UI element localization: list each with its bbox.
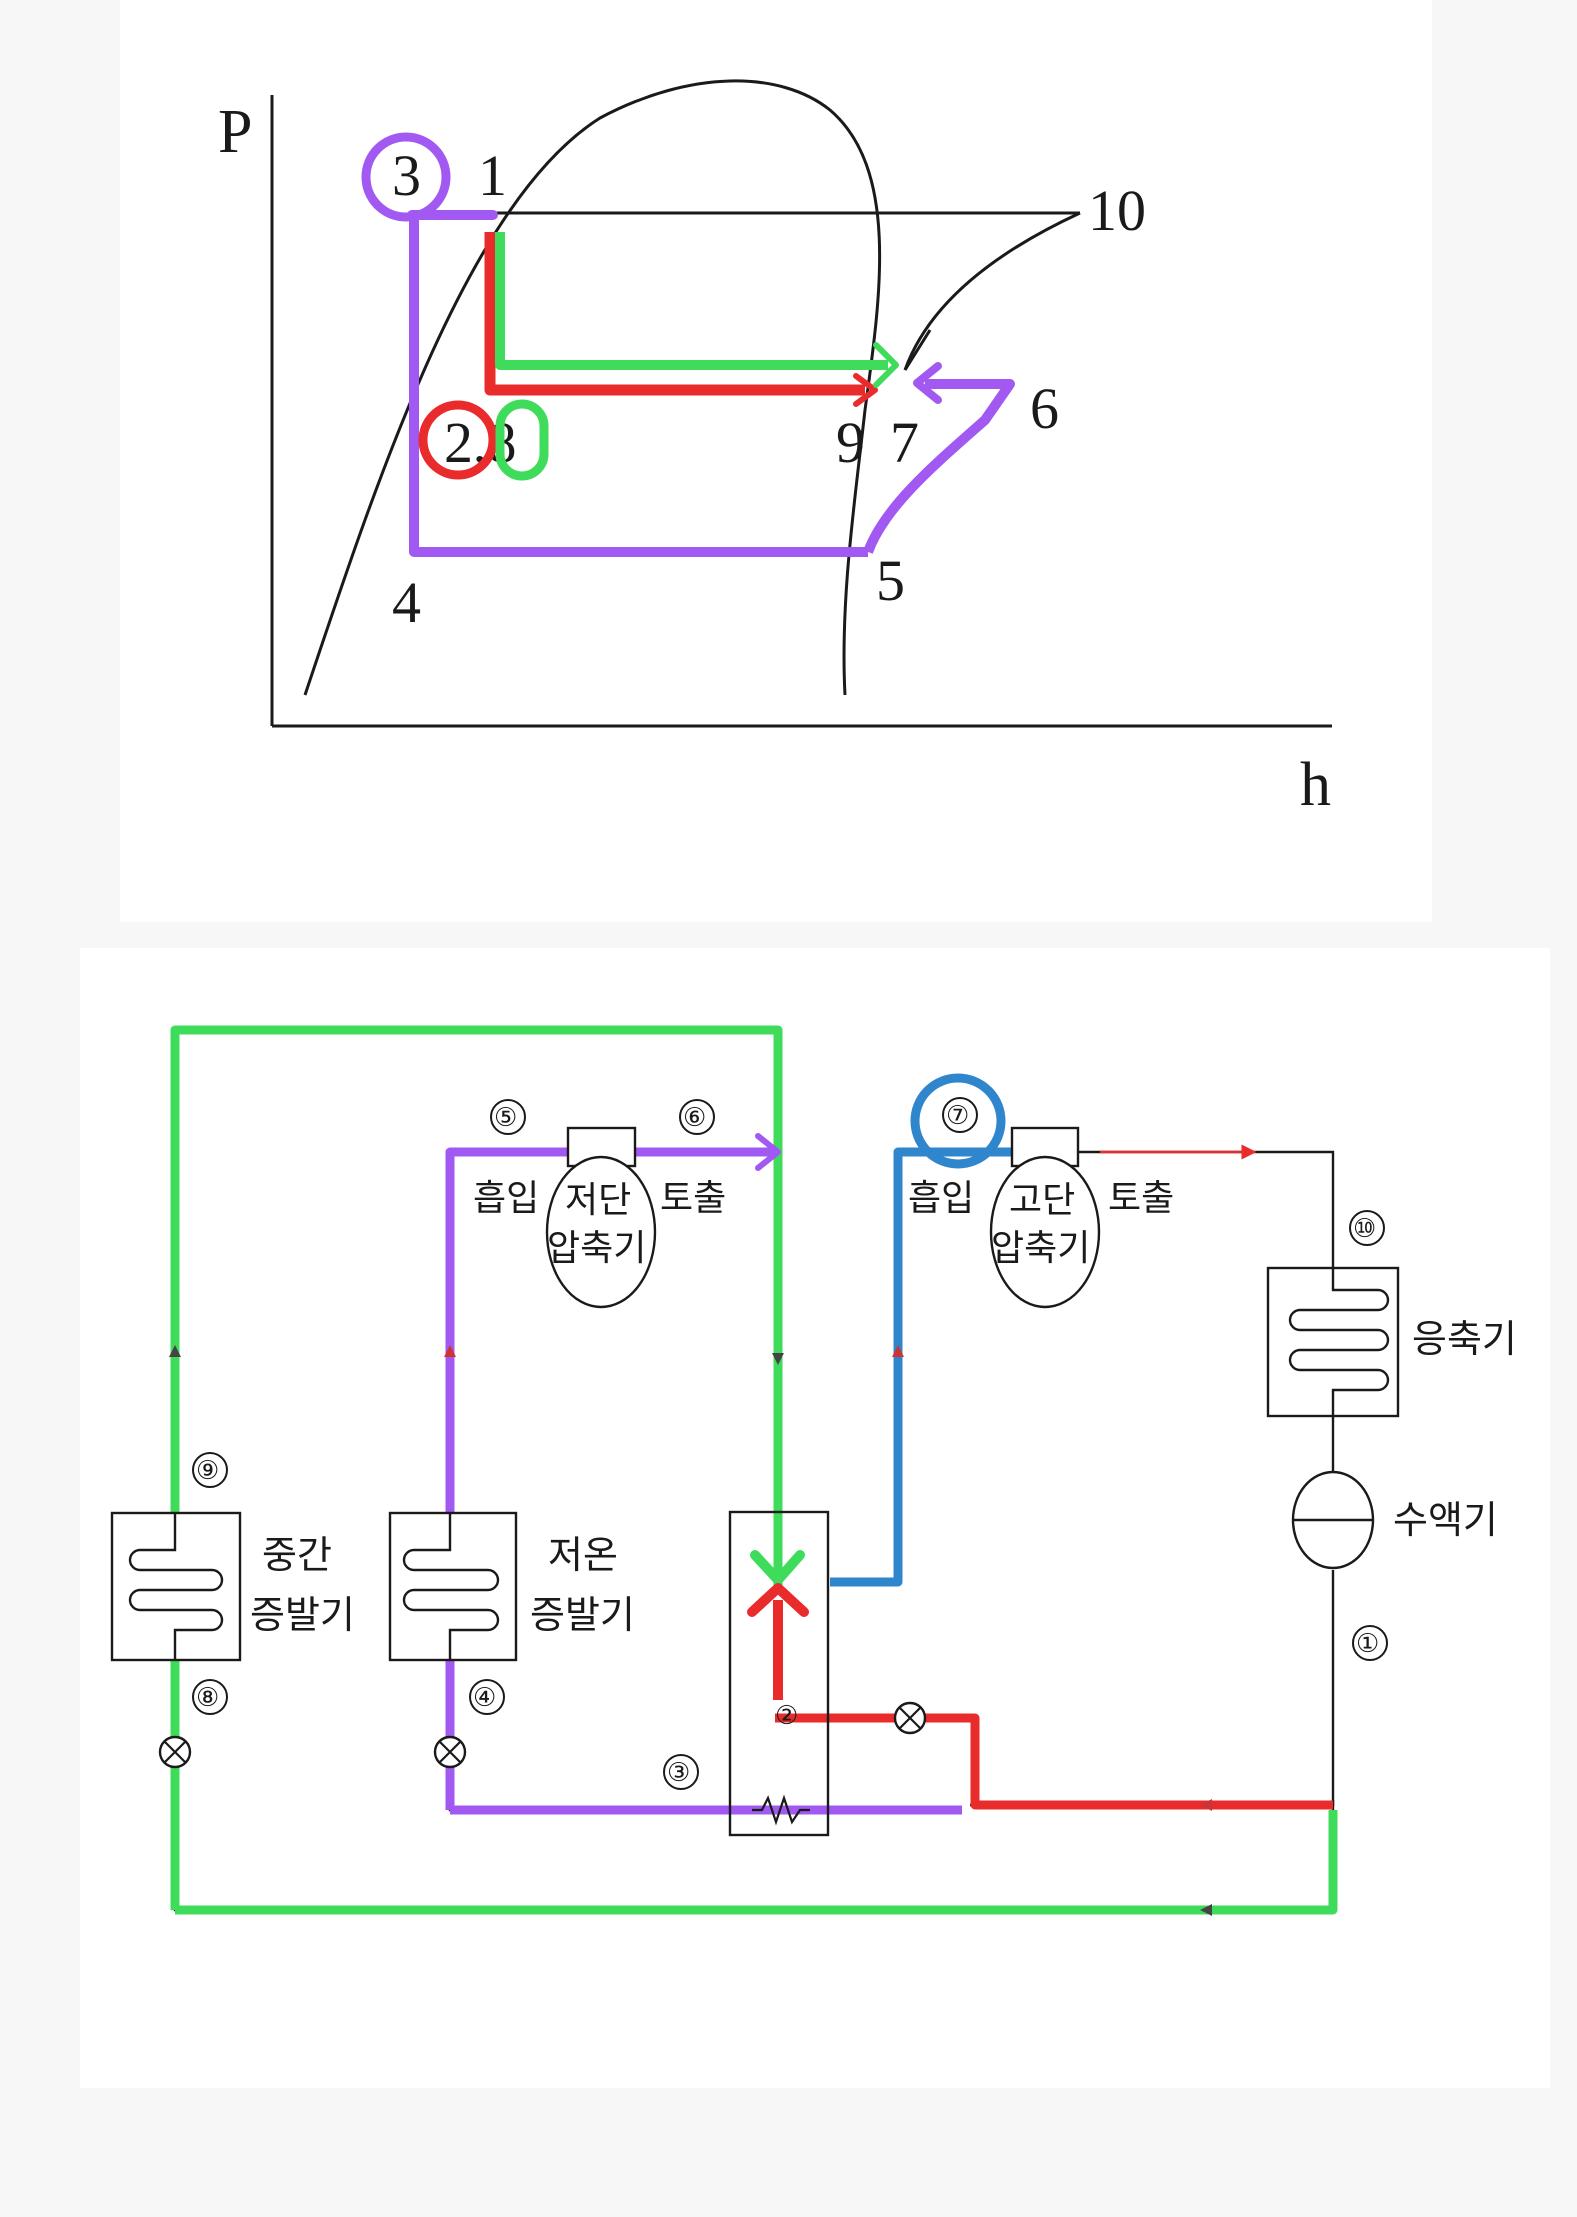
red-flow-path [775,1713,1333,1810]
receiver-label: 수액기 [1393,1498,1498,1542]
condenser: 응축기 [1266,1266,1517,1418]
green-return-path [175,1810,1338,1915]
state-3-ring [663,1754,699,1790]
flow-arrow-mid-up [169,1345,181,1357]
expansion-valve-intercooler [893,1701,927,1735]
purple-path-3-4-5 [409,215,868,557]
high-compressor-suction-label: 흡입 [908,1178,974,1219]
state-7-label: ⑦ [946,1101,969,1131]
state-9-ring [192,1452,228,1488]
state-6-label: ⑥ [683,1103,706,1133]
low-compressor-suction-label: 흡입 [473,1178,539,1219]
flow-arrow-bottom-left [1200,1904,1212,1916]
valve-low-x [438,1740,462,1764]
state-5-label: ⑤ [494,1103,517,1133]
flow-arrow-liquid-left [1200,1799,1212,1811]
state-3-label: ③ [667,1758,690,1788]
high-stage-compressor: 고단 압축기 흡입 토출 [908,1126,1174,1309]
low-compressor-name-top: 저단 [565,1180,631,1221]
point-8-highlight [495,399,549,481]
low-evaporator-coil [402,1513,500,1660]
green-arrowhead [873,342,899,388]
h-axis-label: h [1300,751,1331,819]
green-path-1-8-9 [495,232,888,370]
mid-evaporator-label-top: 중간 [262,1533,332,1577]
point-1-label: 1 [478,143,507,208]
high-compressor-name-bottom: 압축기 [991,1228,1090,1269]
flow-arrow-low-up [444,1345,456,1357]
flow-arrow-mid-down [772,1353,784,1365]
state-2-label: ② [775,1701,798,1731]
state-10-ring [1349,1210,1385,1246]
low-evaporator-label-top: 저온 [548,1533,618,1577]
point-3-highlight [361,132,451,222]
state-1-ring [1352,1625,1388,1661]
state-7-highlight [910,1073,1006,1169]
condenser-label: 응축기 [1412,1317,1517,1361]
point-9-label: 9 [836,410,865,475]
flow-arrow-high-up [892,1345,904,1357]
intermediate-evaporator: 중간 증발기 [110,1511,355,1662]
low-temp-evaporator: 저온 증발기 [388,1511,635,1662]
expansion-valve-mid [158,1735,192,1769]
low-compressor-name-bottom: 압축기 [547,1228,646,1269]
ph-diagram-background [120,0,1432,922]
receiver: 수액기 [1291,1470,1498,1570]
point-4-label: 4 [392,570,421,635]
intercooler-heater-symbol [752,1794,810,1826]
state-7-ring [942,1097,978,1133]
point-5-label: 5 [876,548,905,613]
red-path-1-2-9 [484,232,865,396]
state-point-labels: ① ② ③ ④ ⑤ ⑥ ⑦ ⑧ ⑨ ⑩ [192,1073,1388,1790]
purple-arrowhead-7 [913,362,942,404]
high-compressor-name-top: 고단 [1009,1180,1075,1221]
point-6-label: 6 [1030,376,1059,441]
green-flow-path [170,1025,783,1910]
superheat-curve-10-7 [903,211,1081,371]
state-1-label: ① [1356,1629,1379,1659]
state-4-label: ④ [473,1683,496,1713]
valve-ic-x [898,1706,922,1730]
state-5-ring [490,1099,526,1135]
point-7-label: 7 [890,410,919,475]
state-8-label: ⑧ [196,1683,219,1713]
state-8-ring [192,1679,228,1715]
point-2-highlight [418,400,498,480]
red-arrowhead-9 [853,373,878,407]
expansion-valve-low [433,1735,467,1769]
ph-diagram: P h 3 1 10 2,8 9 7 6 4 5 [120,0,1432,922]
state-9-label: ⑨ [196,1456,219,1486]
purple-flow-arrow [755,1133,781,1171]
low-evaporator-label-bottom: 증발기 [530,1593,635,1637]
superheat-curve-cap [903,329,932,371]
purple-path-5-6-7 [863,379,1015,554]
intercooler-vessel [728,1510,830,1837]
low-compressor-discharge-label: 토출 [660,1178,726,1219]
state-6-ring [679,1099,715,1135]
state-10-label: ⑩ [1353,1214,1376,1244]
condenser-coil [1288,1268,1390,1416]
intercooler [728,1510,830,1837]
low-stage-compressor: 저단 압축기 흡입 토출 [473,1126,726,1309]
mid-evaporator-label-bottom: 증발기 [250,1593,355,1637]
low-compressor-body [545,1155,657,1309]
red-flow-arrow [747,1583,809,1617]
circuit-schematic: 저단 압축기 흡입 토출 고단 압축기 흡입 토출 응축기 수액기 [80,948,1550,2088]
high-compressor-discharge-label: 토출 [1108,1178,1174,1219]
high-compressor-body [989,1155,1101,1309]
green-flow-arrow [750,1550,805,1585]
point-3-label: 3 [392,143,421,208]
saturation-dome [303,79,882,696]
mid-evaporator-coil [128,1513,224,1660]
blue-flow-path [830,1147,1012,1587]
point-10-label: 10 [1088,178,1146,243]
valve-mid-x [163,1740,187,1764]
state-4-ring [469,1679,505,1715]
p-axis-label: P [218,98,252,166]
